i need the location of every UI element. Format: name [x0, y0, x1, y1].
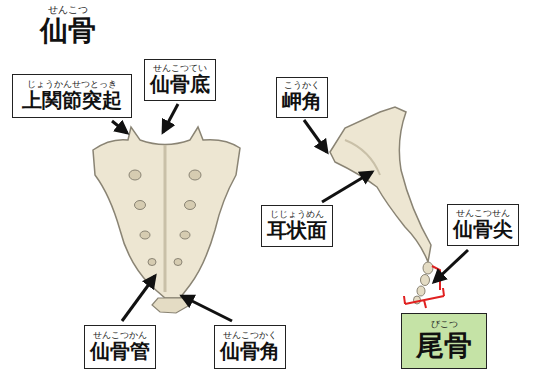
reading: じじょうめん: [270, 210, 324, 220]
title-reading: せんこつ: [48, 4, 88, 15]
part-name: 岬角: [282, 90, 322, 113]
part-name: 上関節突起: [22, 89, 122, 112]
label-box: じじょうめん耳状面: [261, 205, 333, 247]
label-box: せんこつてい仙骨底: [144, 59, 216, 101]
part-name: 仙骨管: [90, 340, 150, 363]
label-box: せんこつかく仙骨角: [214, 325, 286, 369]
reading: びこつ: [431, 320, 458, 330]
leader-arrows: [112, 104, 468, 321]
label-box: こうかく岬角: [276, 77, 328, 118]
reading: じょうかんせつとっき: [27, 80, 117, 90]
reading: せんこつかん: [93, 331, 147, 341]
reading: せんこつせん: [456, 209, 510, 219]
reading: こうかく: [284, 81, 320, 91]
label-box: せんこつかん仙骨管: [84, 325, 156, 369]
sacrum-front: [93, 127, 240, 313]
title-block: せんこつ仙骨: [40, 4, 96, 47]
highlight-label-box: びこつ尾骨: [401, 313, 487, 369]
sacrum-lateral: [330, 107, 433, 304]
part-name: 仙骨角: [220, 340, 280, 363]
label-box: じょうかんせつとっき上関節突起: [12, 74, 132, 118]
label-box: せんこつせん仙骨尖: [447, 204, 519, 246]
title: 仙骨: [40, 15, 96, 47]
part-name: 耳状面: [267, 219, 327, 242]
part-name: 尾骨: [416, 330, 472, 362]
reading: せんこつかく: [223, 331, 277, 341]
reading: せんこつてい: [153, 64, 207, 74]
coccyx-bracket: [404, 266, 444, 308]
part-name: 仙骨底: [150, 73, 210, 96]
part-name: 仙骨尖: [453, 218, 513, 241]
